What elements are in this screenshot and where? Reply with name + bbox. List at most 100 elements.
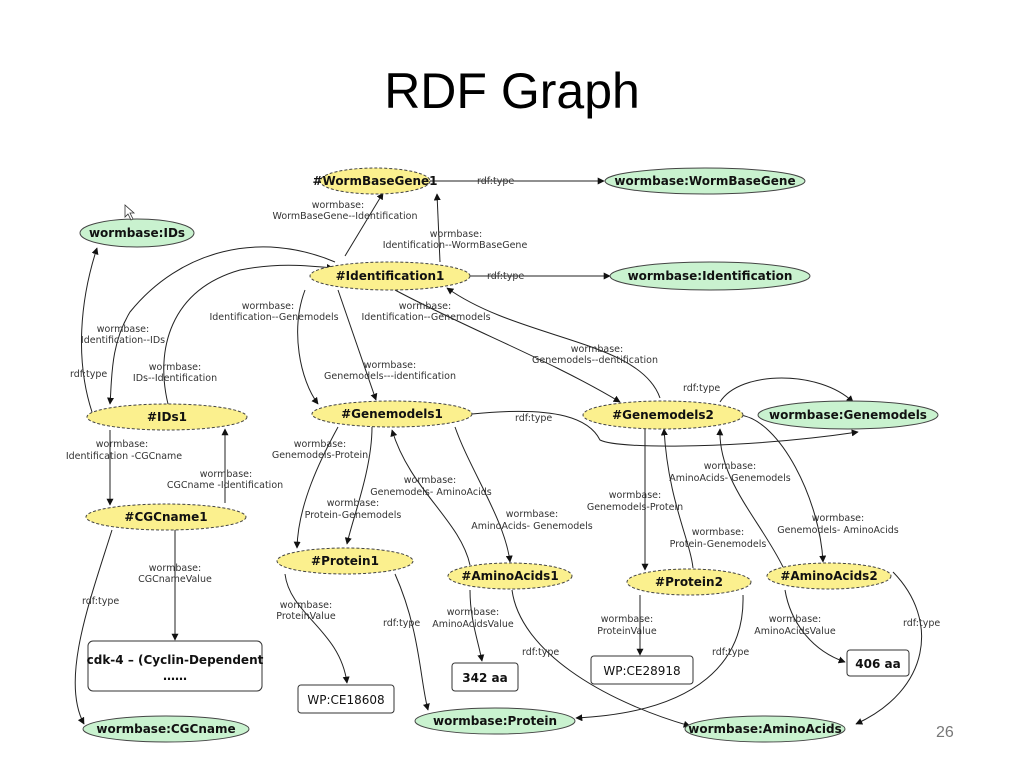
label-protein-genemodels1: Protein-Genemodels [305,510,402,521]
label-wormbase-prefix: wormbase: [294,439,346,450]
node-identification1: #Identification1 [309,261,471,291]
node-identification1-label: #Identification1 [336,269,445,283]
node-wormbase-ids-label: wormbase:IDs [89,226,185,240]
label-identification-cgcname: Identification -CGCname [66,451,182,462]
literal-cdk4-line1: cdk-4 – (Cyclin-Dependent [87,653,264,667]
label-wormbase-prefix: wormbase: [149,563,201,574]
label-protein-genemodels2: Protein-Genemodels [670,539,767,550]
label-wormbase-prefix: wormbase: [242,301,294,312]
edge-aminoacids1-value [469,589,485,662]
label-genemodels-identification2: Genemodels--dentification [532,355,658,366]
node-wormbase-genemodels-label: wormbase:Genemodels [769,408,927,422]
nodes: #WormBaseGene1 #Identification1 #IDs1 #G… [79,167,939,743]
label-aminoacids2-value: AminoAcidsValue [754,626,836,637]
mouse-cursor-icon [124,204,136,221]
node-wormbasegene1: #WormBaseGene1 [312,167,438,195]
label-wormbase-prefix: wormbase: [96,439,148,450]
label-genemodels-protein1: Genemodels-Protein [272,450,368,461]
label-wormbase-prefix: wormbase: [430,229,482,240]
edge-identification-wbg [433,193,441,263]
node-aminoacids1: #AminoAcids1 [447,562,573,590]
node-cgcname1: #CGCname1 [85,503,247,531]
label-cgcname-type: rdf:type [82,596,119,607]
literal-342aa-label: 342 aa [462,671,507,685]
label-aminoacids-genemodels1: AminoAcids- Genemodels [471,521,593,532]
label-wbg-type: rdf:type [477,176,514,187]
edge-genemodels1-type [471,410,859,447]
node-wormbase-protein-label: wormbase:Protein [433,714,557,728]
label-wormbase-prefix: wormbase: [571,344,623,355]
edge-protein-genemodels1 [344,426,373,545]
edge-genemodels-identification [337,289,378,401]
node-aminoacids2: #AminoAcids2 [766,562,892,590]
node-wormbase-aminoacids-label: wormbase:AminoAcids [688,722,841,736]
edge-cgcname-type [74,529,113,725]
label-wormbase-prefix: wormbase: [769,614,821,625]
edge-wbg-identification [344,192,384,257]
slide-title: RDF Graph [384,63,640,119]
label-wormbase-prefix: wormbase: [200,469,252,480]
edge-ids-type [80,247,99,413]
edge-ids-identification [163,263,334,405]
label-identification-genemodels2: Identification--Genemodels [361,312,490,323]
literal-wp-ce18608-label: WP:CE18608 [307,693,384,707]
label-ids-identification: IDs--Identification [133,373,217,384]
edge-identification-ids [107,246,336,405]
edge-aminoacids2-value [784,589,846,664]
edge-aminoacids-genemodels1 [390,429,471,566]
label-genemodels2-type: rdf:type [683,383,720,394]
node-protein1-label: #Protein1 [311,554,379,568]
label-wormbase-prefix: wormbase: [692,527,744,538]
edge-protein1-value [284,573,350,684]
label-identification-wbg: Identification--WormBaseGene [383,240,528,251]
node-wormbase-aminoacids: wormbase:AminoAcids [684,715,846,743]
label-wormbase-prefix: wormbase: [327,498,379,509]
literal-cdk4-line2: …… [163,669,187,683]
node-wormbase-cgcname: wormbase:CGCname [82,715,250,743]
node-genemodels2-label: #Genemodels2 [612,408,714,422]
node-wormbase-wormbasegene: wormbase:WormBaseGene [604,167,806,195]
label-protein1-value: ProteinValue [276,611,336,622]
node-wormbase-genemodels: wormbase:Genemodels [757,400,939,430]
label-protein2-type: rdf:type [712,647,749,658]
label-wbg-identification: WormBaseGene--Identification [273,211,418,222]
node-wormbase-wormbasegene-label: wormbase:WormBaseGene [614,174,795,188]
node-wormbase-identification: wormbase:Identification [609,261,811,291]
label-wormbase-prefix: wormbase: [812,513,864,524]
label-genemodels-protein2: Genemodels-Protein [587,502,683,513]
label-aminoacids2-type: rdf:type [903,618,940,629]
node-genemodels2: #Genemodels2 [582,400,744,430]
edge-protein-genemodels2 [660,428,694,569]
label-wormbase-prefix: wormbase: [447,607,499,618]
edge-genemodels2-type [719,377,854,403]
node-ids1-label: #IDs1 [147,410,187,424]
node-wormbasegene1-label: #WormBaseGene1 [312,174,437,188]
label-identification-type: rdf:type [487,271,524,282]
literal-wp-ce28918: WP:CE28918 [590,655,694,685]
label-protein1-type: rdf:type [383,618,420,629]
edge-genemodels-aminoacids1 [454,426,513,563]
label-aminoacids-genemodels2: AminoAcids- Genemodels [669,473,791,484]
edge-genemodels2-identification [446,287,661,399]
edges [74,177,923,728]
node-wormbase-protein: wormbase:Protein [414,707,576,735]
node-aminoacids2-label: #AminoAcids2 [780,569,877,583]
label-genemodels-identification1: Genemodels---identification [324,371,456,382]
label-identification-genemodels1: Identification--Genemodels [209,312,338,323]
edge-protein1-type [394,573,430,711]
label-genemodels1-type: rdf:type [515,413,552,424]
label-wormbase-prefix: wormbase: [364,360,416,371]
edge-aminoacids1-type [511,589,691,728]
node-genemodels1-label: #Genemodels1 [341,407,443,421]
label-wormbase-prefix: wormbase: [149,362,201,373]
node-protein1: #Protein1 [276,547,414,575]
node-genemodels1: #Genemodels1 [311,400,473,428]
literal-cdk4: cdk-4 – (Cyclin-Dependent …… [87,640,264,692]
label-identification-ids: Identification--IDs [81,335,165,346]
label-wormbase-prefix: wormbase: [312,200,364,211]
node-wormbase-ids: wormbase:IDs [79,218,195,248]
label-protein2-value: ProteinValue [597,626,657,637]
literal-406aa-label: 406 aa [855,657,900,671]
literal-406aa: 406 aa [846,649,910,677]
